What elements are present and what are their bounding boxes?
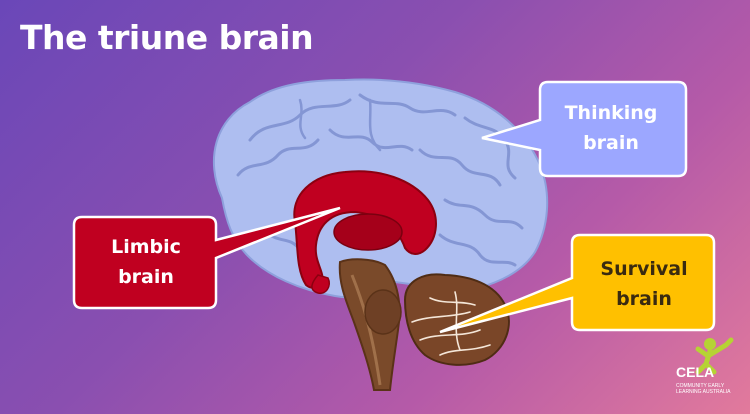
limbic-brain-callout <box>72 206 341 310</box>
thinking-brain-line2: brain <box>583 132 639 154</box>
limbic-brain-label: Limbic brain <box>76 232 216 292</box>
cerebellum-shape <box>403 273 510 366</box>
survival-brain-line2: brain <box>616 288 672 310</box>
survival-brain-callout <box>439 233 716 334</box>
limbic-brain-line2: brain <box>118 266 174 288</box>
limbic-shape <box>293 170 437 295</box>
thinking-brain-line1: Thinking <box>564 102 658 124</box>
pons-shape <box>364 289 402 335</box>
figure-icon <box>695 337 734 375</box>
survival-brain-label: Survival brain <box>574 254 714 314</box>
thinking-brain-label: Thinking brain <box>540 98 682 158</box>
survival-brain-line1: Survival <box>600 258 688 280</box>
cela-logo-tagline: COMMUNITY EARLY LEARNING AUSTRALIA <box>676 383 731 395</box>
slide-title: The triune brain <box>20 18 314 57</box>
cela-logo-name: CELA <box>676 364 715 380</box>
limbic-brain-line1: Limbic <box>111 236 181 258</box>
thinking-brain-callout <box>481 80 688 178</box>
